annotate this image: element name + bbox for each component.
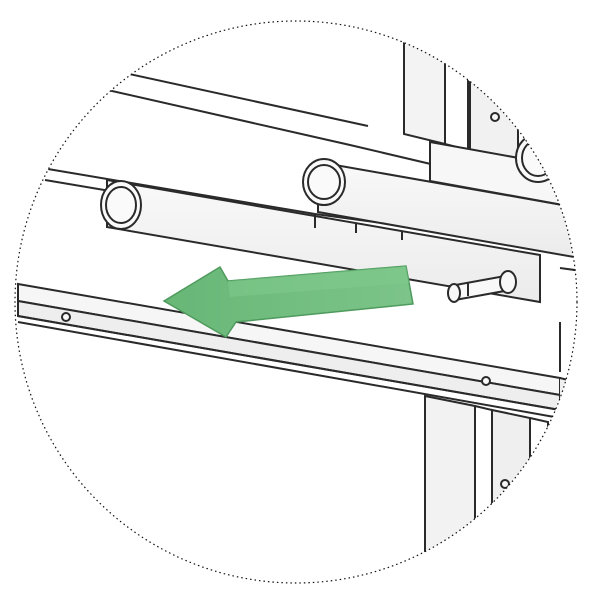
bracket-details [314, 214, 577, 303]
lower-post-left [424, 394, 476, 583]
lower-rail-end-block [559, 377, 577, 411]
lower-post-right [491, 408, 531, 583]
horizontal-tubes [100, 133, 577, 304]
rear-line-2 [119, 71, 369, 127]
green-arrow-highlight [228, 266, 409, 297]
left-tube-opening [105, 186, 137, 224]
lower-rail-assembly [17, 282, 577, 419]
lower-rail-bottom-edge [17, 315, 561, 411]
direction-arrow [162, 265, 414, 339]
detail-circle-border [14, 20, 578, 584]
upper-post-hole [490, 112, 500, 122]
connector-pin-cap [447, 283, 461, 303]
tube-mark-4 [559, 267, 577, 272]
lower-post-hole [500, 479, 510, 489]
lower-rail-shadow-line [17, 321, 561, 419]
middle-tube-opening [307, 164, 341, 200]
rail-hole-right [481, 376, 491, 386]
connector-pin-end [499, 270, 517, 294]
rail-hole-left [61, 312, 71, 322]
upper-rear-post [403, 21, 446, 146]
